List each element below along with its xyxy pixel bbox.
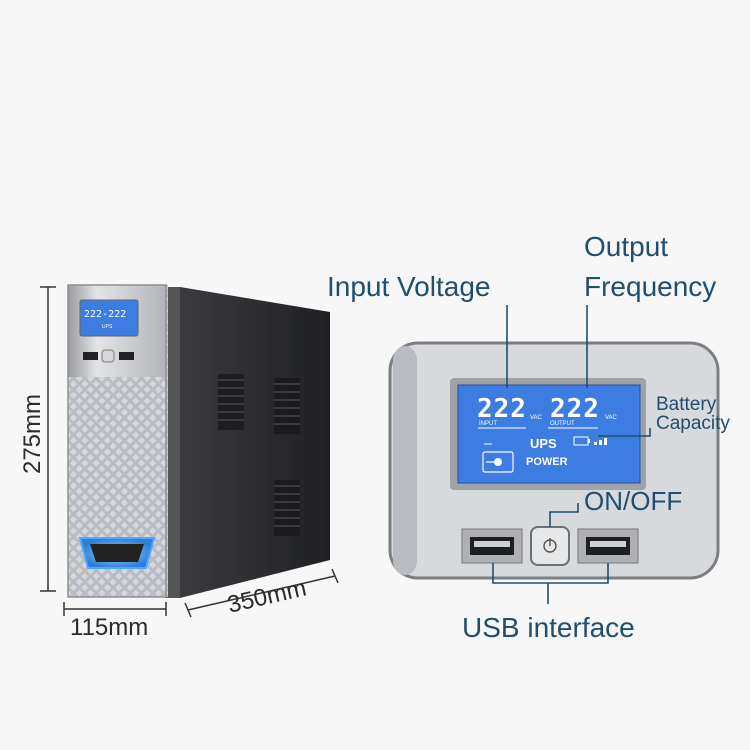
width-dimension-label: 115mm xyxy=(70,614,149,641)
height-dimension-label: 275mm xyxy=(19,393,46,475)
power-button-icon[interactable] xyxy=(530,526,570,566)
width-dimension-line xyxy=(63,602,167,616)
lcd-output-unit: VAC xyxy=(605,415,617,421)
input-voltage-label: Input Voltage xyxy=(327,271,491,302)
svg-text:222-222: 222-222 xyxy=(84,309,126,320)
lcd-power-label: POWER xyxy=(526,456,568,468)
height-dimension-line xyxy=(40,286,56,592)
usb-port-icon xyxy=(461,528,639,564)
on-off-label: ON/OFF xyxy=(584,486,683,516)
depth-dimension-line xyxy=(184,568,339,618)
lcd-screen xyxy=(458,385,640,483)
battery-capacity-label-line2: Capacity xyxy=(656,413,730,434)
callout-lines xyxy=(492,305,651,604)
output-frequency-label-line1: Output xyxy=(584,231,669,262)
zoomed-front-panel xyxy=(388,341,720,580)
lcd-input-value: 222 xyxy=(477,394,527,424)
plug-icon xyxy=(482,451,514,473)
lcd-input-unit: VAC xyxy=(530,415,542,421)
lcd-output-label: OUTPUT xyxy=(550,421,575,427)
usb-interface-label: USB interface xyxy=(462,612,635,643)
battery-capacity-label-line1: Battery xyxy=(656,394,717,415)
lcd-brand: UPS xyxy=(530,436,557,451)
lcd-output-value: 222 xyxy=(550,394,600,424)
svg-text:UPS: UPS xyxy=(102,324,113,330)
output-frequency-label-line2: Frequency xyxy=(584,271,717,302)
ups-side-panel xyxy=(165,287,330,598)
lcd-input-label: INPUT xyxy=(479,421,497,427)
battery-icon xyxy=(573,436,607,446)
ups-front-panel: 222-222 UPS xyxy=(67,284,168,598)
